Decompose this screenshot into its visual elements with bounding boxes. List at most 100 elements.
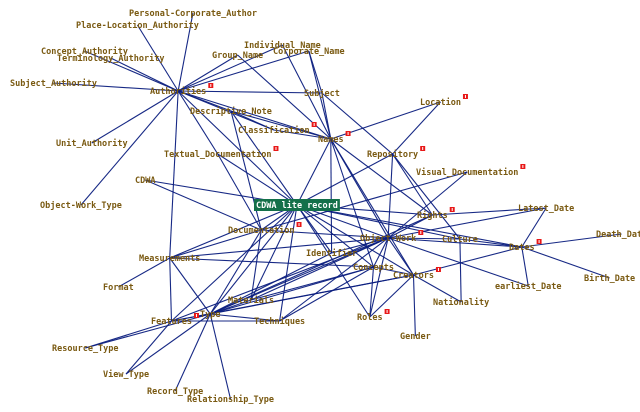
node-subject[interactable]: Subject [304, 88, 340, 99]
node-label: Unit_Authority [56, 138, 128, 149]
edge-repository-cdwa-lite [296, 153, 393, 206]
node-identifier[interactable]: Identifier [306, 248, 357, 259]
edge-layer [53, 12, 622, 400]
node-terminology-authority[interactable]: Terminology_Authority [57, 53, 164, 64]
edge-cdwa-documentation [145, 179, 262, 231]
edge-cdwa-lite-dates [296, 204, 522, 248]
edge-authorities-personal-corporate-author [177, 12, 194, 92]
node-individual-name[interactable]: Individual_Name [244, 40, 321, 51]
expand-badge-mark-icon [347, 132, 349, 135]
node-view-type[interactable]: View_Type [103, 369, 149, 380]
edge-measurements-features [169, 257, 173, 322]
node-earliest-date[interactable]: earliest_Date [495, 281, 562, 292]
edge-object-work-earliest-date [387, 237, 529, 287]
node-label: Type [200, 310, 220, 320]
edge-object-work-techniques [279, 237, 389, 322]
node-label: Death_Date [596, 230, 640, 240]
node-label: Rights [417, 210, 448, 221]
node-measurements[interactable]: Measurements [139, 254, 200, 264]
node-subject-authority[interactable]: Subject_Authority [10, 78, 97, 89]
node-label: CDWA [135, 176, 155, 186]
node-label: Descriptive_Note [190, 106, 272, 117]
edge-materials-concepts [250, 266, 374, 301]
node-label: Personal-Corporate_Author [129, 9, 257, 19]
node-documentation[interactable]: Documentation [228, 222, 302, 236]
node-relationship-type[interactable]: Relationship_Type [187, 394, 274, 405]
edge-documentation-type [209, 229, 262, 315]
expand-badge-mark-icon [386, 310, 388, 313]
edge-creators-nationality [413, 274, 462, 303]
edge-classification-names [273, 129, 331, 140]
node-group-name[interactable]: Group_Name [212, 51, 263, 61]
edge-authorities-group-name [177, 54, 238, 92]
node-features[interactable]: Features [151, 313, 199, 327]
edge-dates-death-date [521, 233, 622, 248]
node-resource-type[interactable]: Resource_Type [52, 344, 119, 354]
edge-cdwa-lite-features [171, 204, 298, 322]
edge-individual-name-names [281, 44, 332, 140]
node-repository[interactable]: Repository [367, 146, 426, 160]
edge-dates-earliest-date [521, 246, 529, 287]
node-label: Format [103, 283, 134, 293]
edge-textual-documentation-cdwa-lite [217, 153, 298, 206]
node-label: Techniques [254, 316, 305, 327]
expand-badge-mark-icon [210, 84, 212, 87]
node-place-location-authority[interactable]: Place-Location_Authority [76, 20, 199, 31]
node-authorities[interactable]: Authorities [150, 83, 214, 97]
edge-repository-rights [392, 153, 433, 216]
edge-type-resource-type [85, 313, 211, 349]
node-label: Location [420, 97, 461, 108]
node-materials[interactable]: Materials [228, 295, 274, 306]
node-concept-authority[interactable]: Concept_Authority [41, 46, 128, 57]
node-object-work-type[interactable]: Object-Work_Type [40, 200, 122, 211]
edge-rights-latest-date [432, 207, 547, 216]
node-personal-corporate-author[interactable]: Personal-Corporate_Author [129, 9, 257, 19]
node-label: Object-Work [360, 233, 416, 244]
edge-authorities-cdwa-lite [177, 90, 298, 206]
edge-identifier-type [209, 252, 332, 315]
expand-badge-mark-icon [538, 240, 540, 243]
node-location[interactable]: Location [420, 94, 468, 108]
node-object-work[interactable]: Object-Work [360, 230, 424, 244]
node-unit-authority[interactable]: Unit_Authority [56, 138, 128, 149]
node-gender[interactable]: Gender [400, 332, 431, 342]
edge-culture-nationality [459, 238, 462, 303]
node-nationality[interactable]: Nationality [433, 297, 489, 308]
node-birth-date[interactable]: Birth_Date [584, 273, 635, 284]
node-visual-documentation[interactable]: Visual_Documentation [416, 164, 526, 178]
edge-techniques-concepts [279, 266, 374, 322]
node-cdwa-lite[interactable]: CDWA lite record [254, 199, 340, 211]
edge-culture-dates [459, 238, 522, 248]
node-textual-documentation[interactable]: Textual_Documentation [164, 146, 279, 160]
edge-creators-gender [412, 274, 416, 337]
node-rights[interactable]: Rights [417, 207, 455, 221]
node-dates[interactable]: Dates [509, 239, 542, 253]
node-type[interactable]: Type [200, 310, 220, 320]
edge-location-repository [392, 101, 441, 155]
expand-badge-mark-icon [298, 223, 300, 226]
node-death-date[interactable]: Death_Date [596, 230, 640, 240]
node-descriptive-note[interactable]: Descriptive_Note [190, 106, 272, 117]
edge-authorities-concept-authority [84, 50, 179, 92]
node-techniques[interactable]: Techniques [254, 316, 305, 327]
edge-names-cdwa-lite [296, 138, 332, 206]
edge-authorities-individual-name [177, 44, 283, 92]
node-corporate-name[interactable]: Corporate_Name [273, 47, 345, 57]
edge-authorities-object-work-type [80, 90, 179, 206]
edge-corporate-name-subject [308, 50, 323, 94]
node-names[interactable]: Names [318, 131, 351, 145]
node-record-type[interactable]: Record_Type [147, 387, 203, 397]
node-label: Resource_Type [52, 344, 119, 354]
node-classification[interactable]: Classification [238, 122, 317, 136]
edge-measurements-type [169, 257, 211, 315]
node-roles[interactable]: Roles [357, 309, 390, 323]
node-label: Terminology_Authority [57, 53, 164, 64]
node-cdwa[interactable]: CDWA [135, 176, 155, 186]
node-creators[interactable]: Creators [393, 267, 441, 281]
node-culture[interactable]: Culture [442, 235, 478, 245]
node-latest-date[interactable]: Latest_Date [518, 204, 574, 214]
edge-cdwa-lite-concepts [296, 204, 374, 268]
edge-names-rights [330, 138, 433, 216]
node-concepts[interactable]: Concepts [353, 263, 394, 273]
node-format[interactable]: Format [103, 283, 134, 293]
